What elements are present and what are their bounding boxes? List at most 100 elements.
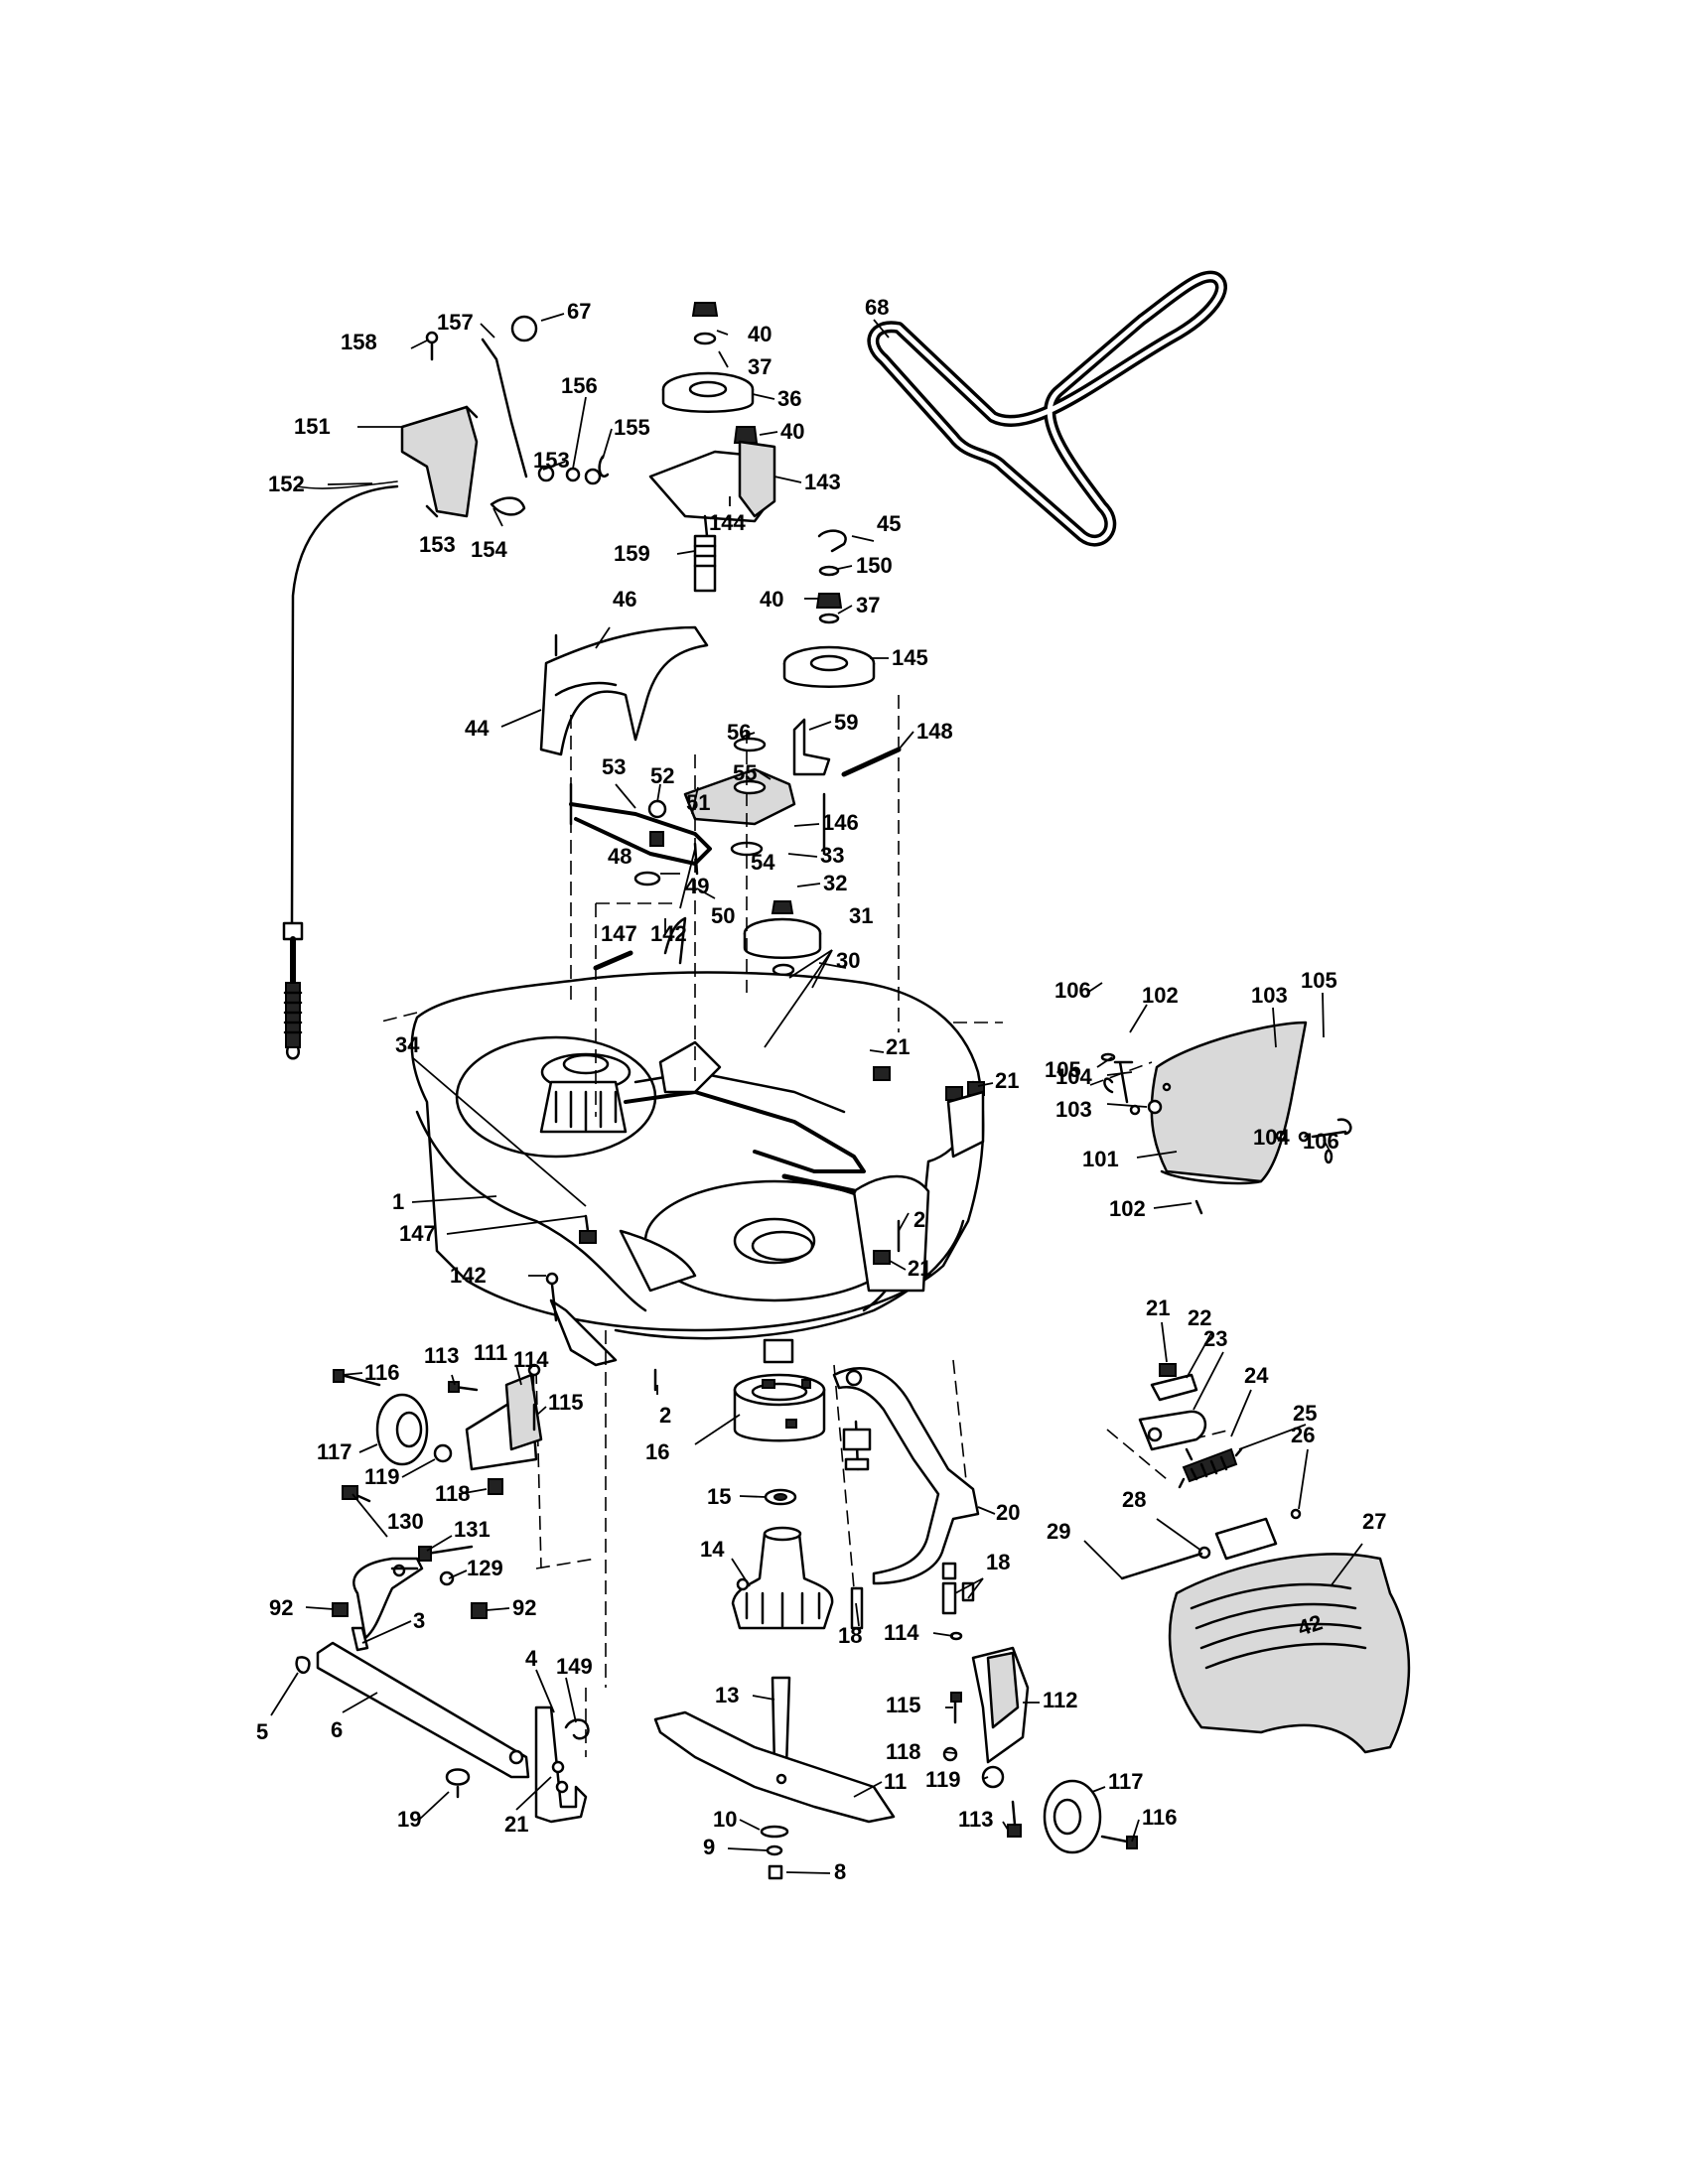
callout-102: 102 xyxy=(1109,1196,1146,1221)
callout-147: 147 xyxy=(601,921,637,946)
callout-149: 149 xyxy=(556,1654,593,1679)
idler-pulley-upper-assembly xyxy=(648,302,776,593)
callout-154: 154 xyxy=(471,537,507,562)
drive-belt xyxy=(867,270,1227,547)
callout-103: 103 xyxy=(1251,983,1288,1008)
callout-115: 115 xyxy=(548,1390,584,1415)
callout-3: 3 xyxy=(413,1608,425,1633)
callout-153: 153 xyxy=(533,448,570,473)
callout-21: 21 xyxy=(995,1068,1019,1093)
callout-114: 114 xyxy=(884,1620,919,1645)
callout-143: 143 xyxy=(804,470,841,494)
callout-27: 27 xyxy=(1362,1509,1386,1534)
callout-145: 145 xyxy=(892,645,928,670)
callout-106: 106 xyxy=(1054,978,1091,1003)
rear-bracket-spring xyxy=(1138,1363,1302,1520)
callout-59: 59 xyxy=(834,710,858,735)
gauge-wheel-left xyxy=(333,1363,543,1495)
callout-116: 116 xyxy=(1142,1805,1178,1830)
callout-21: 21 xyxy=(1146,1296,1170,1320)
callout-153: 153 xyxy=(419,532,456,557)
callout-54: 54 xyxy=(751,850,775,875)
callout-148: 148 xyxy=(916,719,953,744)
callout-labels: 67 157 15 8 151 152 153 153 154 155 156 4… xyxy=(256,295,1386,1884)
stabilizer-bracket xyxy=(832,1367,980,1641)
callout-151: 151 xyxy=(294,414,331,439)
callout-130: 130 xyxy=(387,1509,424,1534)
callout-116: 116 xyxy=(364,1360,400,1385)
callout-30: 30 xyxy=(836,948,860,973)
callout-31: 31 xyxy=(849,903,873,928)
callout-118: 118 xyxy=(435,1481,471,1506)
callout-5: 5 xyxy=(256,1719,268,1744)
callout-104: 104 xyxy=(1055,1064,1092,1089)
callout-144: 144 xyxy=(709,510,746,535)
callout-15: 15 xyxy=(707,1484,731,1509)
callout-50: 50 xyxy=(711,903,735,928)
gauge-wheel-right xyxy=(942,1646,1138,1854)
callout-19: 19 xyxy=(397,1807,421,1832)
callout-68: 68 xyxy=(865,295,889,320)
callout-leaders xyxy=(270,313,1363,1874)
callout-67: 67 xyxy=(567,299,591,324)
callout-101: 101 xyxy=(1082,1147,1119,1171)
callout-9: 9 xyxy=(703,1835,715,1859)
callout-37: 37 xyxy=(856,593,880,617)
callout-119: 119 xyxy=(925,1767,961,1792)
callout-29: 29 xyxy=(1047,1519,1070,1544)
callout-26: 26 xyxy=(1291,1423,1315,1447)
callout-20: 20 xyxy=(996,1500,1020,1525)
callout-157: 157 xyxy=(437,310,474,335)
callout-102: 102 xyxy=(1142,983,1179,1008)
callout-155: 155 xyxy=(614,415,650,440)
callout-10: 10 xyxy=(713,1807,737,1832)
callout-49: 49 xyxy=(685,874,709,898)
callout-105: 105 xyxy=(1045,1057,1081,1082)
callout-156: 156 xyxy=(561,373,598,398)
callout-92: 92 xyxy=(269,1595,293,1620)
deflector-assembly xyxy=(1100,1021,1352,1215)
callout-24: 24 xyxy=(1244,1363,1269,1388)
callout-146: 146 xyxy=(822,810,859,835)
callout-56: 56 xyxy=(727,720,751,745)
callout-18: 18 xyxy=(986,1550,1010,1574)
callout-152: 152 xyxy=(268,472,305,496)
callout-111: 111 xyxy=(474,1340,507,1365)
callout-23: 23 xyxy=(1203,1326,1227,1351)
callout-37: 37 xyxy=(748,354,772,379)
callout-103: 103 xyxy=(1055,1097,1092,1122)
callout-32: 32 xyxy=(823,871,847,895)
callout-14: 14 xyxy=(700,1537,725,1562)
callout-119: 119 xyxy=(364,1464,400,1489)
callout-40: 40 xyxy=(780,419,804,444)
callout-40: 40 xyxy=(760,587,783,612)
callout-44: 44 xyxy=(465,716,490,741)
callout-13: 13 xyxy=(715,1683,739,1707)
callout-131: 131 xyxy=(454,1517,491,1542)
callout-113: 113 xyxy=(958,1807,994,1832)
callout-4: 4 xyxy=(525,1646,538,1671)
callout-52: 52 xyxy=(650,763,674,788)
callout-6: 6 xyxy=(331,1717,343,1742)
callout-21: 21 xyxy=(886,1034,910,1059)
callout-8: 8 xyxy=(834,1859,846,1884)
callout-51: 51 xyxy=(686,790,710,815)
callout-22: 22 xyxy=(1188,1305,1211,1330)
callout-11: 11 xyxy=(884,1769,907,1794)
front-linkage xyxy=(295,1485,590,1824)
callout-150: 150 xyxy=(856,553,893,578)
callout-45: 45 xyxy=(877,511,901,536)
spindle-assembly xyxy=(653,1373,896,1880)
front-hanger-bracket xyxy=(545,1272,618,1367)
callout-36: 36 xyxy=(777,386,801,411)
callout-142: 142 xyxy=(450,1263,487,1288)
lift-lever-assembly xyxy=(282,315,610,1060)
belt-guard xyxy=(539,625,709,756)
callout-105: 105 xyxy=(1301,968,1337,993)
callout-106: 106 xyxy=(1303,1129,1339,1154)
callout-142: 142 xyxy=(650,921,687,946)
callout-25: 25 xyxy=(1293,1401,1317,1426)
callout-118: 118 xyxy=(886,1739,921,1764)
callout-159: 159 xyxy=(614,541,650,566)
